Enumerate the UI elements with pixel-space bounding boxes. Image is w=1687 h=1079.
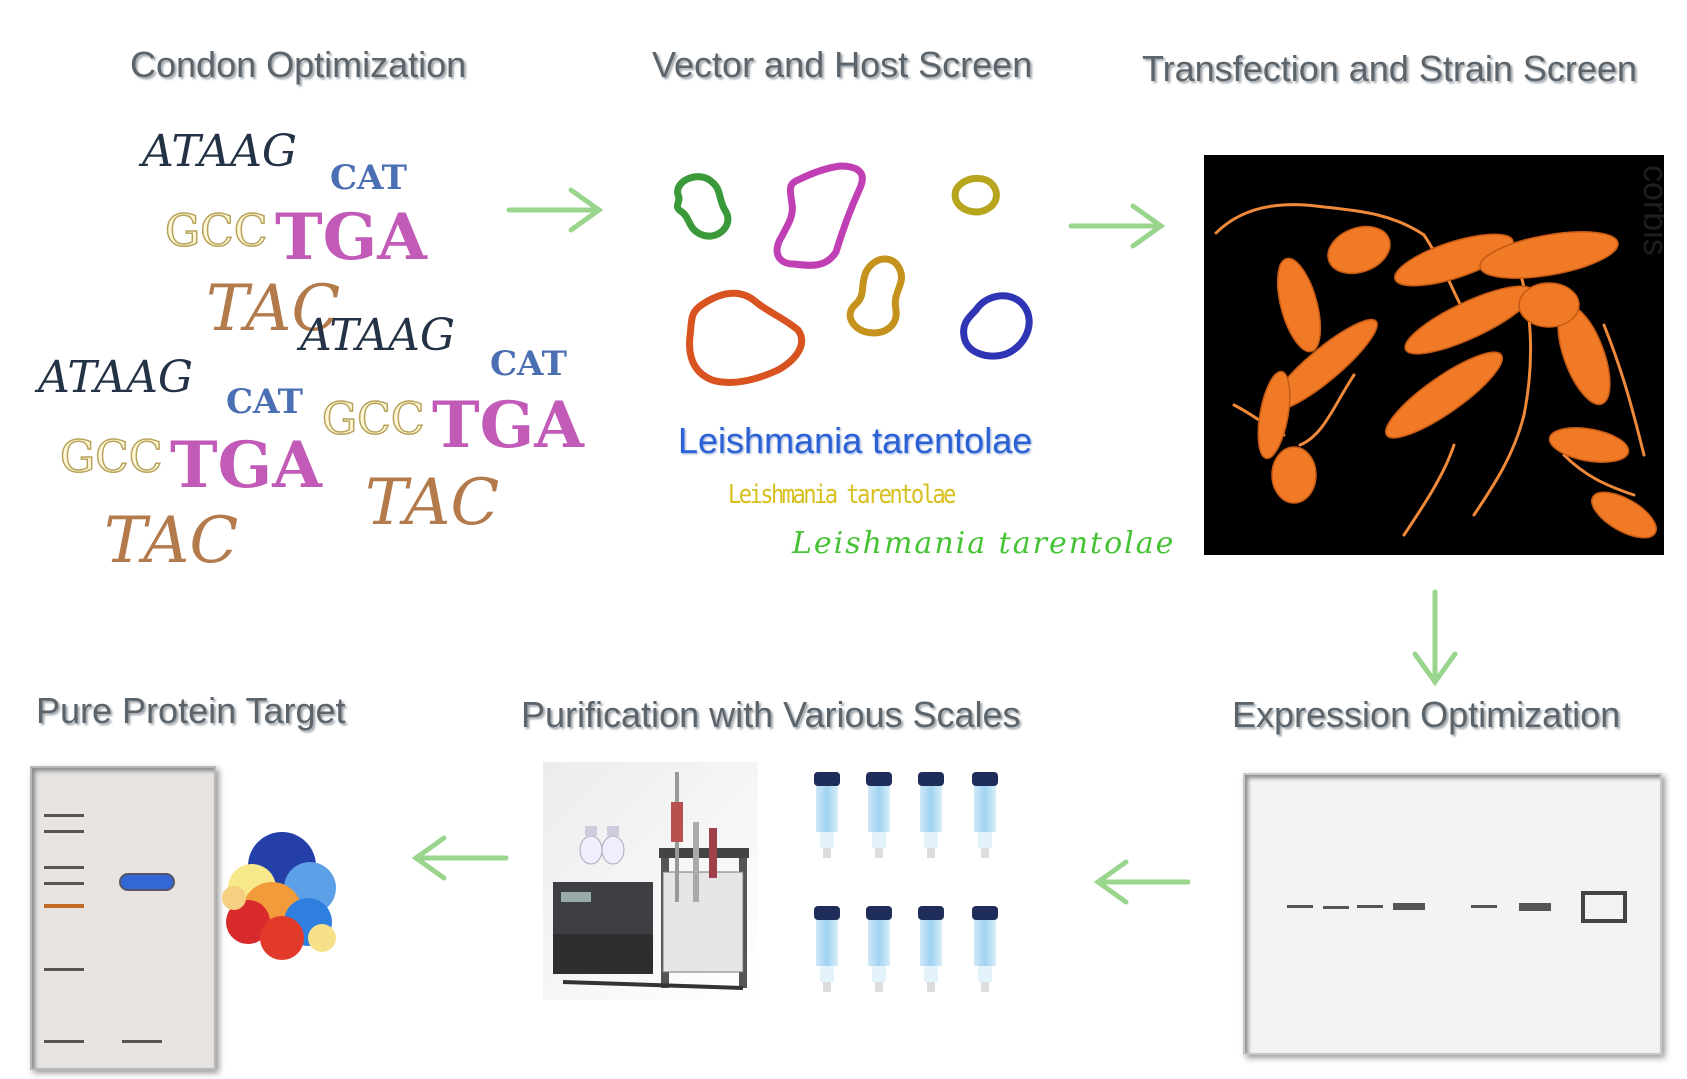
plasmid-magenta xyxy=(773,162,866,269)
codon-cat-1: CAT xyxy=(330,158,407,198)
watermark: corbis xyxy=(1636,165,1664,256)
cell xyxy=(1327,225,1391,275)
arrow-left-icon xyxy=(411,835,509,881)
codon-seq-text: ATAAG xyxy=(300,310,456,361)
column xyxy=(918,772,944,858)
column xyxy=(866,906,892,992)
ladder-band xyxy=(44,1040,84,1043)
cell xyxy=(1384,351,1504,439)
stage-title-expression: Expression Optimization xyxy=(1232,694,1621,735)
ladder-band xyxy=(44,866,84,869)
purification-instrument xyxy=(543,762,758,1000)
gel-band xyxy=(1393,903,1425,910)
cell xyxy=(1394,233,1514,287)
arrow-left-2 xyxy=(410,834,510,882)
codon-cat-3: CAT xyxy=(226,382,303,422)
codon-tga-1: TGA xyxy=(275,200,427,275)
column xyxy=(972,772,998,858)
arrow-down xyxy=(1410,588,1460,688)
cell xyxy=(1591,491,1657,539)
arrow-right-icon xyxy=(1068,203,1166,249)
codon-gcc-2: GCC xyxy=(321,393,425,446)
cell xyxy=(1257,370,1291,460)
stage-title-pure: Pure Protein Target xyxy=(36,690,346,731)
codon-cat-2: CAT xyxy=(490,344,567,384)
gel-band-large xyxy=(1581,891,1627,923)
codon-gcc-1: GCC xyxy=(164,205,268,258)
codon-seq-3: ATAAG xyxy=(38,352,193,403)
cell xyxy=(1479,231,1619,279)
plasmid-green xyxy=(673,173,732,240)
column xyxy=(918,906,944,992)
pure-protein-gel xyxy=(30,766,216,1070)
arrow-left-icon xyxy=(1093,859,1191,905)
gel-band xyxy=(1357,905,1383,908)
arrow-down-icon xyxy=(1412,589,1458,687)
arrow-right-2 xyxy=(1067,202,1167,250)
column xyxy=(814,772,840,858)
gel-band xyxy=(1323,906,1349,909)
species-name-3: Leishmania tarentolae xyxy=(792,526,1176,561)
ladder-band xyxy=(44,830,84,833)
arrow-right-1 xyxy=(505,186,605,234)
gel-band xyxy=(1519,903,1551,911)
codon-tac-3: TAC xyxy=(104,504,239,578)
codon-seq-text: ATAAG xyxy=(142,126,298,177)
plasmid-gold xyxy=(846,255,905,337)
plasmid-yellow xyxy=(951,174,1000,216)
cell xyxy=(1271,446,1317,504)
stage-title-vector: Vector and Host Screen xyxy=(652,44,1033,85)
ladder-band xyxy=(122,1040,162,1043)
protein-structure xyxy=(222,832,336,960)
codon-tga-2: TGA xyxy=(432,388,584,463)
codon-seq-2: ATAAG xyxy=(300,310,455,361)
cell xyxy=(1404,285,1534,355)
plasmid-blue xyxy=(960,292,1033,360)
protein-band xyxy=(119,873,175,891)
gel-band xyxy=(1471,905,1497,908)
gel-band xyxy=(1287,905,1313,908)
stage-title-codon: Condon Optimization xyxy=(130,44,467,85)
species-name-1: Leishmania tarentolae xyxy=(678,420,1033,461)
stage-title-purification: Purification with Various Scales xyxy=(521,694,1021,735)
column xyxy=(814,906,840,992)
gel-bands xyxy=(1287,891,1627,923)
arrow-left-1 xyxy=(1092,858,1192,906)
ladder-band xyxy=(44,968,84,971)
ladder-band-orange xyxy=(44,904,84,908)
ladder-bands xyxy=(44,814,175,1043)
stage-title-transfection: Transfection and Strain Screen xyxy=(1142,48,1637,89)
cell xyxy=(1518,282,1580,328)
arrow-right-icon xyxy=(506,187,604,233)
cell xyxy=(1548,427,1630,463)
codon-tac-2: TAC xyxy=(365,466,500,540)
codon-seq-1: ATAAG xyxy=(142,126,297,177)
expression-gel xyxy=(1243,773,1662,1055)
plasmid-loops xyxy=(673,162,1033,386)
protein-structure-icon xyxy=(222,832,336,960)
cell xyxy=(1276,257,1322,353)
purification-columns xyxy=(814,772,998,992)
leishmania-cells-image: corbis xyxy=(1214,165,1664,539)
codon-gcc-3: GCC xyxy=(59,431,163,484)
plasmid-orange xyxy=(686,289,806,386)
ladder-band xyxy=(44,882,84,885)
column xyxy=(972,906,998,992)
chromatography-system-image xyxy=(553,772,749,990)
codon-tac-1: TAC xyxy=(206,272,341,346)
codon-tga-3: TGA xyxy=(170,428,322,503)
column xyxy=(866,772,892,858)
parasite-micrograph: corbis xyxy=(1204,155,1664,555)
species-name-2: Leishmania tarentolae xyxy=(728,480,956,510)
codon-seq-text: ATAAG xyxy=(38,352,194,403)
ladder-band xyxy=(44,814,84,817)
